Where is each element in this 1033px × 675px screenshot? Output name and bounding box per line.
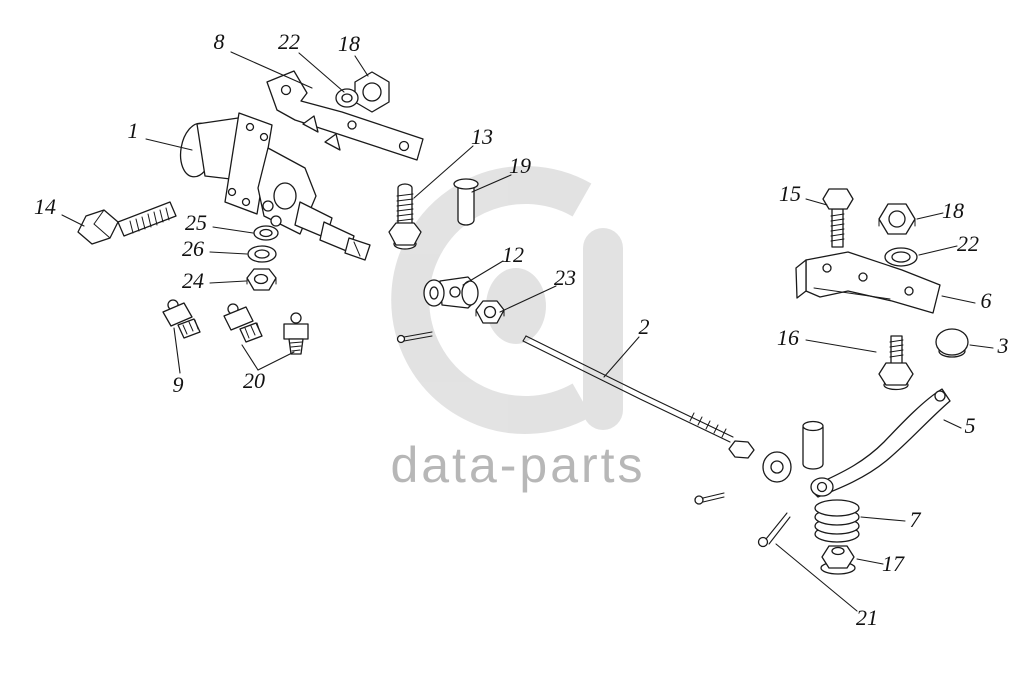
- cotter-pin-middle: [694, 492, 725, 505]
- part-label-14: 14: [34, 194, 56, 219]
- part-label-19: 19: [509, 153, 531, 178]
- part-label-15: 15: [779, 181, 801, 206]
- part-label-5: 5: [964, 413, 976, 438]
- cotter-pin-left: [396, 331, 433, 344]
- part-label-25: 25: [185, 210, 207, 235]
- part-21-cotter-pin: [757, 512, 791, 548]
- part-1-valve-assembly: [179, 112, 371, 261]
- part-19-pin: [453, 178, 479, 226]
- part-24-nut: [246, 268, 277, 291]
- part-label-6: 6: [980, 288, 992, 313]
- part-label-23: 23: [554, 265, 576, 290]
- part-20-fittings: [223, 303, 309, 355]
- rod-end-clevis: [728, 440, 792, 483]
- part-label-22-right: 22: [957, 231, 979, 256]
- watermark-text: data-parts: [390, 437, 645, 493]
- part-15-bolt: [822, 188, 854, 248]
- part-18-nut-right: [878, 203, 916, 235]
- part-22-washer-right: [884, 247, 918, 267]
- part-14-bolt: [77, 201, 177, 245]
- part-5-lever: [810, 388, 951, 498]
- part-label-24: 24: [182, 268, 204, 293]
- part-12-clevis: [423, 276, 479, 309]
- part-13-bolt: [388, 183, 422, 250]
- part-2-rod: [522, 335, 734, 443]
- part-6-bracket: [795, 251, 941, 314]
- part-label-13: 13: [471, 124, 493, 149]
- part-label-8: 8: [213, 29, 225, 54]
- watermark-logo: [391, 166, 623, 434]
- part-label-22-top: 22: [278, 29, 300, 54]
- part-18-nut-top: [354, 71, 390, 113]
- part-label-7: 7: [909, 507, 921, 532]
- leader-lines: [61, 51, 994, 612]
- part-16-bolt: [878, 335, 914, 391]
- clevis-pin-right: [802, 420, 824, 470]
- part-label-16: 16: [777, 325, 799, 350]
- part-3-cap: [935, 328, 969, 358]
- part-9-fitting: [162, 299, 201, 339]
- part-label-2: 2: [638, 314, 650, 339]
- part-25-washer: [253, 225, 279, 241]
- part-label-12: 12: [502, 242, 524, 267]
- part-7-spring: [814, 499, 860, 543]
- part-label-18-right: 18: [942, 198, 964, 223]
- part-label-20: 20: [243, 368, 265, 393]
- part-17-nut: [820, 545, 856, 575]
- part-label-3: 3: [997, 333, 1009, 358]
- part-label-9: 9: [172, 372, 184, 397]
- part-8-bracket: [266, 70, 424, 161]
- part-label-1: 1: [127, 118, 139, 143]
- part-label-21: 21: [856, 605, 878, 630]
- part-22-washer-top: [335, 88, 359, 108]
- part-26-washer: [247, 245, 277, 263]
- part-label-26: 26: [182, 236, 204, 261]
- part-label-17: 17: [882, 551, 904, 576]
- part-label-18-top: 18: [338, 31, 360, 56]
